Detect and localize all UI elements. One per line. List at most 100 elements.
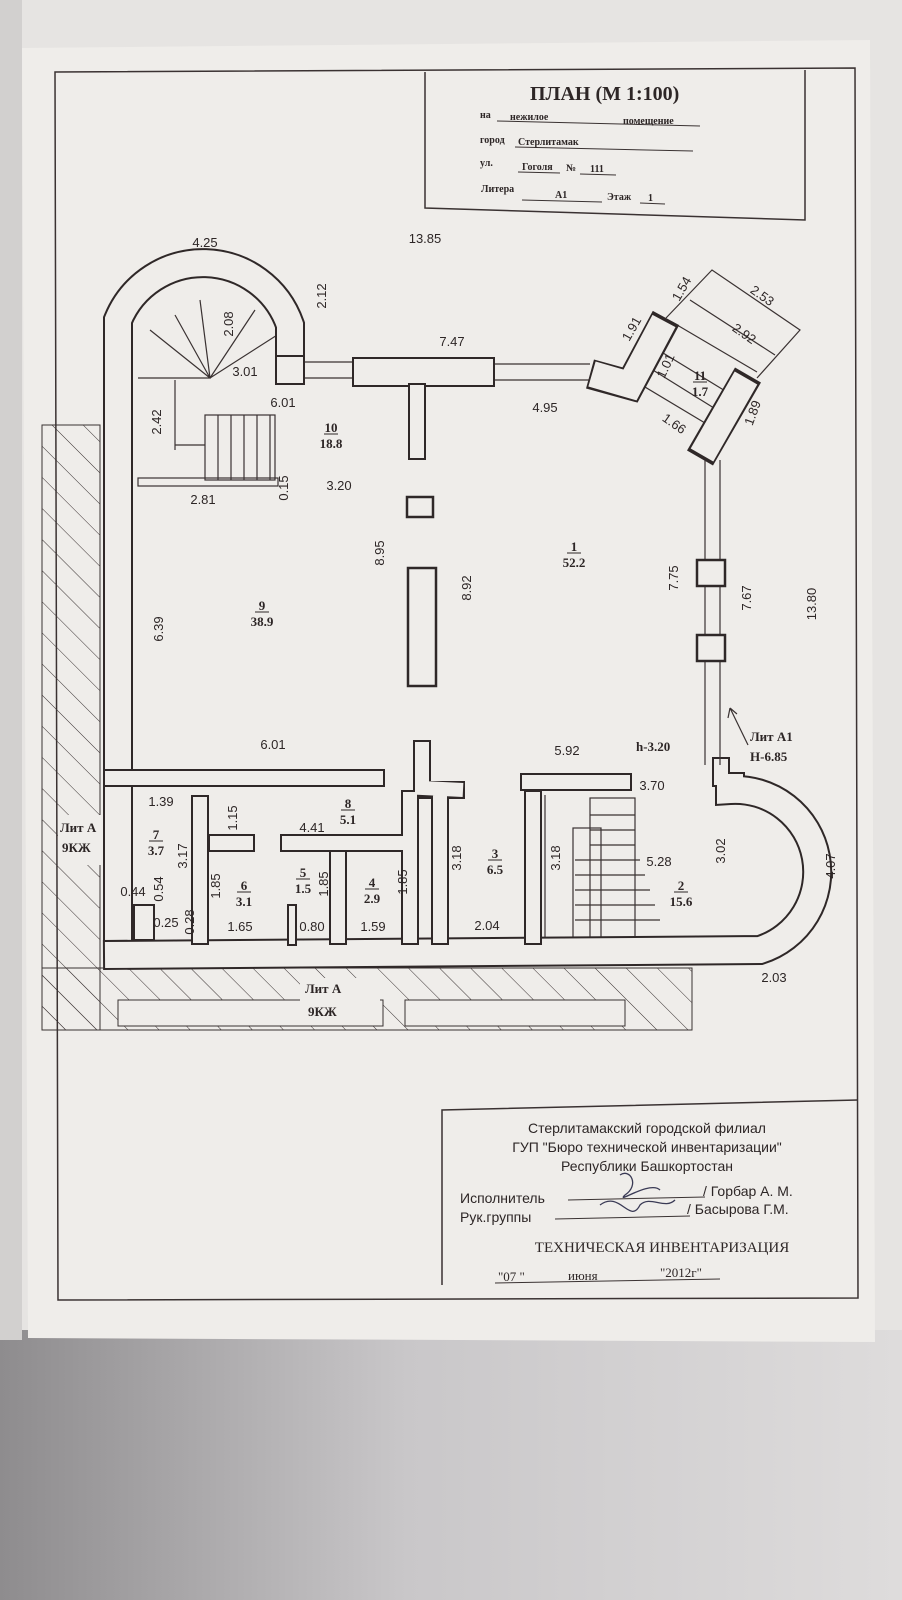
dimension-label: 0.80 xyxy=(299,919,324,934)
head-name: / Басырова Г.М. xyxy=(687,1201,789,1217)
dimension-label: 13.85 xyxy=(409,231,442,246)
city-label: город xyxy=(480,135,505,146)
dimension-label: 7.47 xyxy=(439,334,464,349)
room-area: 52.2 xyxy=(563,555,586,570)
room-number: 9 xyxy=(259,598,266,613)
na-label: на xyxy=(480,110,491,121)
staircase-top-right xyxy=(629,269,801,433)
street-label: ул. xyxy=(480,158,493,169)
room-number: 4 xyxy=(369,875,376,890)
dimension-label: 3.70 xyxy=(639,778,664,793)
inventory-heading: ТЕХНИЧЕСКАЯ ИНВЕНТАРИЗАЦИЯ xyxy=(535,1240,789,1256)
room-number: 11 xyxy=(694,368,706,383)
dimension-label: 0.54 xyxy=(151,876,166,901)
dimension-label: 13.80 xyxy=(804,588,819,621)
room-label-8: 85.1 xyxy=(340,796,356,827)
room-area: 1.7 xyxy=(692,384,709,399)
room-label-11: 111.7 xyxy=(692,368,709,399)
street-value: Гоголя xyxy=(522,162,553,173)
purpose-value-2: помещение xyxy=(623,116,674,127)
exterior-walls xyxy=(102,248,833,970)
room-number: 5 xyxy=(300,865,307,880)
room-label-9: 938.9 xyxy=(251,598,274,629)
purpose-value: нежилое xyxy=(510,112,549,123)
lit-a-bottom-label: Лит А xyxy=(305,981,342,996)
room-area: 18.8 xyxy=(320,436,343,451)
room-number: 1 xyxy=(571,539,578,554)
lit-a1-label: Лит А1 xyxy=(750,729,793,744)
room-number: 8 xyxy=(345,796,352,811)
dimension-label: 5.28 xyxy=(646,854,671,869)
dimension-label: 6.01 xyxy=(260,737,285,752)
room-label-2: 215.6 xyxy=(670,878,693,909)
executor-name: / Горбар А. М. xyxy=(703,1183,793,1199)
number-label: № xyxy=(566,163,576,174)
dimension-label: 7.75 xyxy=(666,565,681,590)
number-value: 111 xyxy=(590,164,604,175)
bti-stamp: Стерлитамакский городской филиал ГУП "Бю… xyxy=(441,1099,859,1285)
dimension-label: 2.12 xyxy=(314,283,329,308)
room-label-6: 63.1 xyxy=(236,878,252,909)
interior-walls xyxy=(103,383,632,946)
neighbor-building-hatch xyxy=(41,424,693,1031)
dimension-label: 2.42 xyxy=(149,409,164,434)
dimension-label: 2.08 xyxy=(221,311,236,336)
annotations: h-3.20 Лит А1 Н-6.85 Лит А 9КЖ Лит А 9КЖ xyxy=(60,707,793,1019)
dimension-label: 4.25 xyxy=(192,235,217,250)
litera-label: Литера xyxy=(481,184,514,195)
date-year: "2012г" xyxy=(660,1265,702,1280)
dimension-label: 0.15 xyxy=(276,475,291,500)
lit-a-left-label: Лит А xyxy=(60,820,97,835)
dimension-label: 3.18 xyxy=(548,845,563,870)
floor-value: 1 xyxy=(648,193,653,204)
dimension-label: 4.07 xyxy=(823,853,838,878)
dimension-label: 6.39 xyxy=(151,616,166,641)
signature xyxy=(599,1172,676,1212)
table-shadow xyxy=(0,1330,902,1600)
dimension-label: 1.85 xyxy=(316,871,331,896)
dimension-label: 7.67 xyxy=(739,585,754,610)
dimension-label: 0.28 xyxy=(182,909,197,934)
dimension-label: 1.85 xyxy=(208,873,223,898)
room-label-3: 36.5 xyxy=(487,846,504,877)
ceiling-height: h-3.20 xyxy=(636,739,670,754)
title-block: ПЛАН (М 1:100) на нежилое помещение горо… xyxy=(424,70,806,221)
org-line-3: Республики Башкортостан xyxy=(561,1158,733,1174)
org-line-2: ГУП "Бюро технической инвентаризации" xyxy=(512,1139,782,1155)
dimension-label: 6.01 xyxy=(270,395,295,410)
room-area: 1.5 xyxy=(295,881,312,896)
dimension-label: 4.95 xyxy=(532,400,557,415)
dimension-label: 3.20 xyxy=(326,478,351,493)
room-number: 10 xyxy=(325,420,338,435)
room-number: 2 xyxy=(678,878,685,893)
floor-label: Этаж xyxy=(607,192,632,203)
room-area: 5.1 xyxy=(340,812,356,827)
city-value: Стерлитамак xyxy=(518,137,579,148)
staircase-top-left xyxy=(137,299,286,487)
room-label-7: 73.7 xyxy=(148,827,165,858)
room-area: 38.9 xyxy=(251,614,274,629)
room-area: 2.9 xyxy=(364,891,381,906)
dimension-label: 0.25 xyxy=(153,915,178,930)
org-line-1: Стерлитамакский городской филиал xyxy=(528,1120,766,1136)
executor-label: Исполнитель xyxy=(460,1190,545,1206)
room-area: 15.6 xyxy=(670,894,693,909)
dimension-label: 1.39 xyxy=(148,794,173,809)
room-area: 6.5 xyxy=(487,862,504,877)
dimension-label: 8.92 xyxy=(459,575,474,600)
room-label-1: 152.2 xyxy=(563,539,586,570)
dimension-label: 1.65 xyxy=(227,919,252,934)
dimension-label: 1.59 xyxy=(360,919,385,934)
dimension-label: 2.03 xyxy=(761,970,786,985)
dimension-label: 3.18 xyxy=(449,845,464,870)
room-area: 3.7 xyxy=(148,843,165,858)
date-day: "07 " xyxy=(498,1269,525,1284)
room-area: 3.1 xyxy=(236,894,252,909)
dimension-label: 3.17 xyxy=(175,843,190,868)
page-edge xyxy=(0,0,22,1340)
dimension-label: 3.02 xyxy=(713,838,728,863)
dimension-label: 1.85 xyxy=(395,869,410,894)
